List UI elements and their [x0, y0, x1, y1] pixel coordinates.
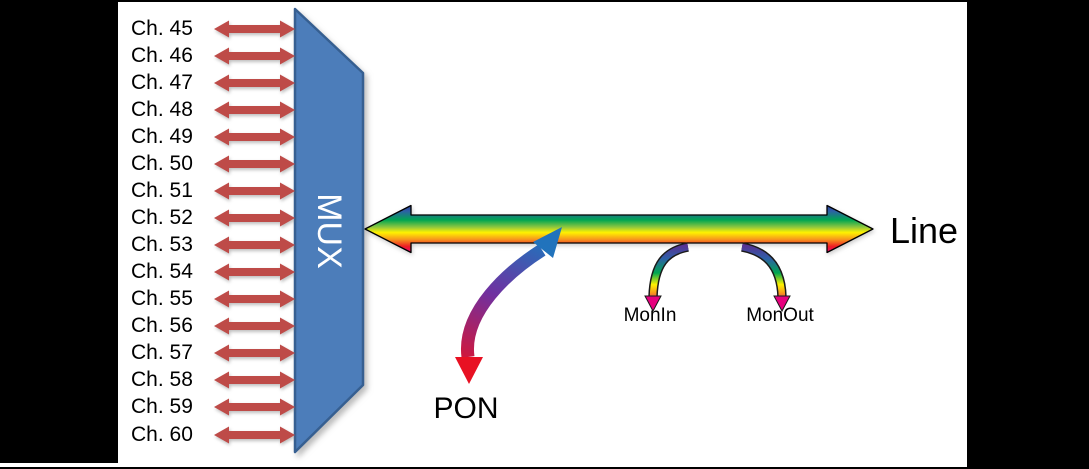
- channel-row: Ch. 50: [0, 150, 967, 177]
- channel-row: Ch. 55: [0, 285, 967, 312]
- channel-label: Ch. 59: [131, 395, 193, 419]
- channel-arrow-icon: [214, 317, 295, 335]
- channel-row: Ch. 49: [0, 123, 967, 150]
- channel-arrow-icon: [214, 47, 295, 65]
- line-arrow-icon: [364, 204, 874, 254]
- line-label: Line: [890, 210, 959, 251]
- pon-arrow-icon: [455, 227, 562, 384]
- monout-arrow-icon: [740, 242, 791, 313]
- channel-arrow-icon: [214, 290, 295, 308]
- channel-arrow-icon: [214, 426, 295, 444]
- channel-row: Ch. 51: [0, 177, 967, 204]
- channel-label: Ch. 51: [131, 178, 193, 202]
- channel-label: Ch. 50: [131, 151, 193, 175]
- channel-row: Ch. 59: [0, 393, 967, 420]
- channel-arrow-icon: [214, 209, 295, 227]
- channel-label: Ch. 48: [131, 97, 193, 121]
- channel-arrow-icon: [214, 101, 295, 119]
- channel-row: Ch. 52: [0, 204, 967, 231]
- letterbox-top: [0, 0, 1089, 2]
- channel-arrow-icon: [214, 398, 295, 416]
- letterbox-left: [0, 0, 118, 463]
- monin-arrow-icon: [644, 242, 690, 313]
- mux-shape: [293, 7, 365, 454]
- channel-label: Ch. 56: [131, 314, 193, 338]
- channel-label: Ch. 53: [131, 233, 193, 257]
- channel-row: Ch. 53: [0, 231, 967, 258]
- mux-label: MUX: [310, 193, 348, 269]
- channel-label: Ch. 47: [131, 70, 193, 94]
- pon-label: PON: [433, 392, 499, 425]
- monin-label: MonIn: [623, 305, 677, 326]
- letterbox-bottom: [0, 467, 1089, 469]
- channel-label: Ch. 60: [131, 422, 193, 446]
- channel-row: Ch. 45: [0, 15, 967, 42]
- channel-label: Ch. 58: [131, 368, 193, 392]
- channel-label: Ch. 52: [131, 205, 193, 229]
- channel-label: Ch. 55: [131, 287, 193, 311]
- channel-row: Ch. 46: [0, 42, 967, 69]
- channel-row: Ch. 48: [0, 96, 967, 123]
- channel-arrow-icon: [214, 74, 295, 92]
- channel-label: Ch. 45: [131, 16, 193, 40]
- channel-arrow-icon: [214, 20, 295, 37]
- channel-row: Ch. 56: [0, 312, 967, 339]
- channel-row: Ch. 58: [0, 366, 967, 393]
- letterbox-right: [967, 0, 1089, 469]
- channel-label: Ch. 49: [131, 124, 193, 148]
- channel-row: Ch. 47: [0, 69, 967, 96]
- channel-label: Ch. 57: [131, 341, 193, 365]
- channel-label: Ch. 54: [131, 260, 193, 284]
- channel-arrow-icon: [214, 182, 295, 200]
- monout-label: MonOut: [746, 305, 814, 326]
- channel-arrow-icon: [214, 344, 295, 362]
- channel-label: Ch. 46: [131, 43, 193, 67]
- channel-arrow-icon: [214, 371, 295, 389]
- channel-arrow-icon: [214, 128, 295, 146]
- channel-arrow-icon: [214, 155, 295, 173]
- channel-arrow-icon: [214, 236, 295, 254]
- channel-row: Ch. 60: [0, 421, 967, 448]
- channel-row: Ch. 57: [0, 339, 967, 366]
- channel-arrow-icon: [214, 263, 295, 281]
- channel-row: Ch. 54: [0, 258, 967, 285]
